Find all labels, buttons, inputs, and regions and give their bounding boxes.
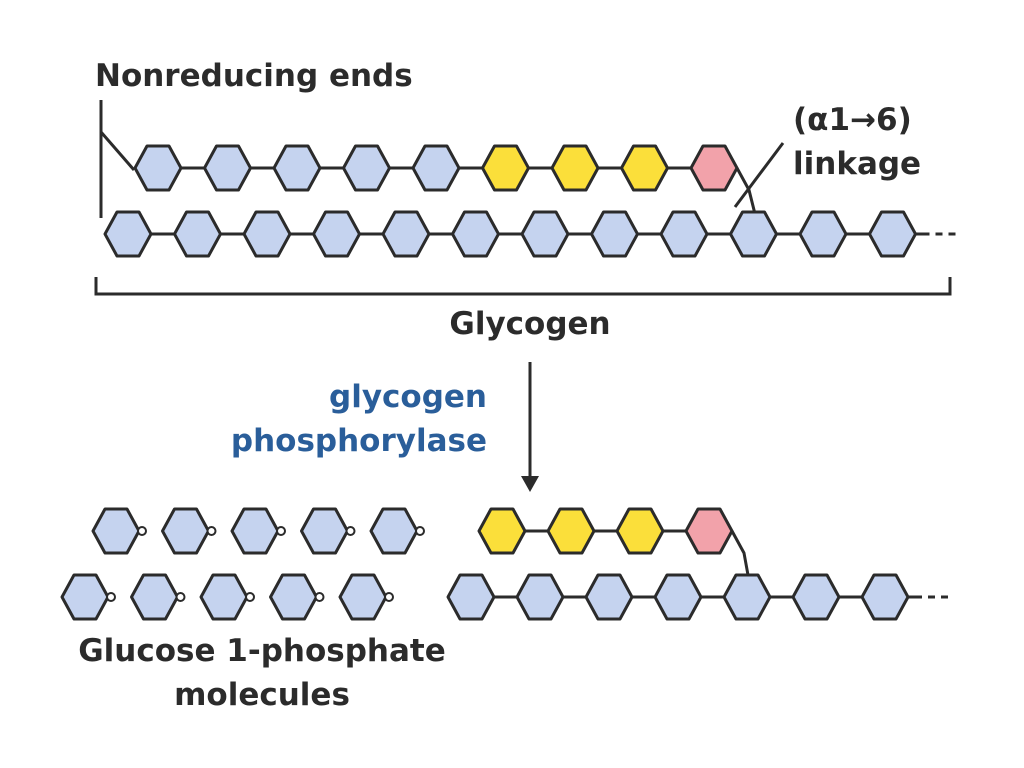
product-main-chain-residue	[791, 573, 841, 621]
nonreducing-ends-label: Nonreducing ends	[95, 58, 413, 94]
product-main-chain-residue	[860, 573, 910, 621]
glycogen-residues	[103, 144, 917, 258]
glucose-1-phosphate	[300, 507, 349, 555]
product-branch-residue	[684, 507, 734, 555]
nonreducing-pointer-diagonal	[99, 131, 136, 171]
linkage-label-line1: (α1→6)	[793, 102, 912, 138]
phosphate-group	[384, 592, 394, 602]
product-branch-residue	[477, 507, 527, 555]
glucose-1-phosphate	[91, 507, 141, 555]
product-main-chain-residue	[653, 573, 703, 621]
glycogen-branch-residue	[133, 144, 183, 192]
phosphate-group	[276, 526, 286, 536]
glucose-1-phosphate	[369, 507, 419, 555]
glycogen-bracket	[94, 277, 952, 296]
glycogen-main-chain-residue	[868, 210, 917, 258]
product-label-line2: molecules	[174, 677, 350, 713]
glycogen-main-chain-residue	[381, 210, 431, 258]
product-branch-residue	[546, 507, 596, 555]
alpha-1-6-bond	[735, 167, 756, 213]
phosphate-group	[137, 526, 147, 536]
glucose-1-phosphate	[60, 573, 110, 621]
alpha-1-6-bond	[730, 530, 750, 576]
glucose-1-phosphate	[269, 573, 318, 621]
phosphate-group	[206, 526, 217, 536]
glycogen-main-chain-residue	[590, 210, 639, 258]
product-main-chain-residue	[515, 573, 565, 621]
enzyme-label-line1: glycogen	[329, 379, 487, 415]
glycogen-branch-residue	[411, 144, 461, 192]
released-glucose-1-phosphate	[60, 507, 425, 621]
glucose-1-phosphate	[161, 507, 210, 555]
glycogen-main-chain-residue	[520, 210, 570, 258]
product-branch-residue	[615, 507, 665, 555]
glucose-1-phosphate	[199, 573, 249, 621]
glycogen-branch-residue	[550, 144, 600, 192]
glycogen-main-chain-residue	[659, 210, 709, 258]
glycogen-branch-residue	[203, 144, 252, 192]
glycogen-main-chain-residue	[242, 210, 292, 258]
glycogen-main-chain-residue	[798, 210, 848, 258]
connectors	[94, 100, 952, 478]
glucose-1-phosphate	[130, 573, 179, 621]
glycogen-main-chain-residue	[103, 210, 153, 258]
phosphate-group	[415, 526, 425, 536]
glycogen-branch-residue	[689, 144, 739, 192]
product-bonds	[494, 529, 948, 599]
glycogen-branch-residue	[342, 144, 391, 192]
product-residues	[446, 507, 910, 621]
glucose-1-phosphate	[338, 573, 388, 621]
product-main-chain-residue	[446, 573, 496, 621]
phosphate-group	[245, 592, 255, 602]
phosphate-group	[106, 592, 116, 602]
phosphate-group	[175, 592, 186, 602]
phosphate-group	[345, 526, 356, 536]
reaction-arrow-head	[521, 476, 539, 492]
glycogen-bonds	[151, 166, 956, 236]
glycogen-main-chain-residue	[312, 210, 361, 258]
linkage-label-line2: linkage	[793, 146, 921, 182]
glycogen-main-chain-residue	[729, 210, 778, 258]
product-main-chain-residue	[722, 573, 772, 621]
product-label-line1: Glucose 1-phosphate	[78, 633, 446, 669]
glycogen-main-chain-residue	[173, 210, 222, 258]
enzyme-label-line2: phosphorylase	[231, 423, 487, 459]
glycogen-main-chain-residue	[451, 210, 500, 258]
glycogen-branch-residue	[272, 144, 322, 192]
product-main-chain-residue	[584, 573, 634, 621]
glucose-1-phosphate	[230, 507, 280, 555]
phosphate-group	[314, 592, 325, 602]
linkage-pointer	[733, 142, 785, 208]
glycogen-branch-residue	[620, 144, 669, 192]
glycogen-label: Glycogen	[449, 306, 610, 342]
glycogen-branch-residue	[481, 144, 530, 192]
